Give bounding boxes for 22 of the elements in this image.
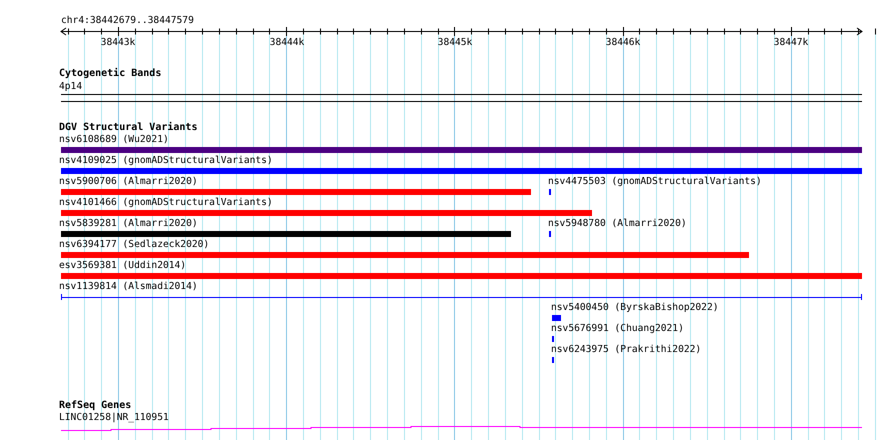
variant-label: nsv5900706 (Almarri2020) [59,176,198,187]
band-label: 4p14 [59,81,82,92]
variant-label: nsv6108689 (Wu2021) [59,134,169,145]
tick-label: 38447k [772,37,810,48]
tick-label: 38446k [604,37,642,48]
variant-label: nsv1139814 (Alsmadi2014) [59,281,198,292]
variant-label: nsv4101466 (gnomADStructuralVariants) [59,197,273,208]
variant-label: nsv5400450 (ByrskaBishop2022) [551,302,719,313]
tick-label: 38444k [268,37,306,48]
variant-label: nsv4475503 (gnomADStructuralVariants) [548,176,762,187]
variant-label: nsv5839281 (Almarri2020) [59,218,198,229]
track-title: DGV Structural Variants [59,122,198,133]
variant-label: nsv6243975 (Prakrithi2022) [551,344,702,355]
variant-label: nsv5676991 (Chuang2021) [551,323,684,334]
variant-label: esv3569381 (Uddin2014) [59,260,186,271]
variant-label: nsv4109025 (gnomADStructuralVariants) [59,155,273,166]
tick-label: 38443k [100,37,136,48]
gene-label: LINC01258|NR_110951 [59,412,169,423]
coordinate-range: chr4:38442679..38447579 [61,15,194,26]
variant-label: nsv6394177 (Sedlazeck2020) [59,239,210,250]
variant-label: nsv5948780 (Almarri2020) [548,218,687,229]
tick-label: 38445k [436,37,474,48]
